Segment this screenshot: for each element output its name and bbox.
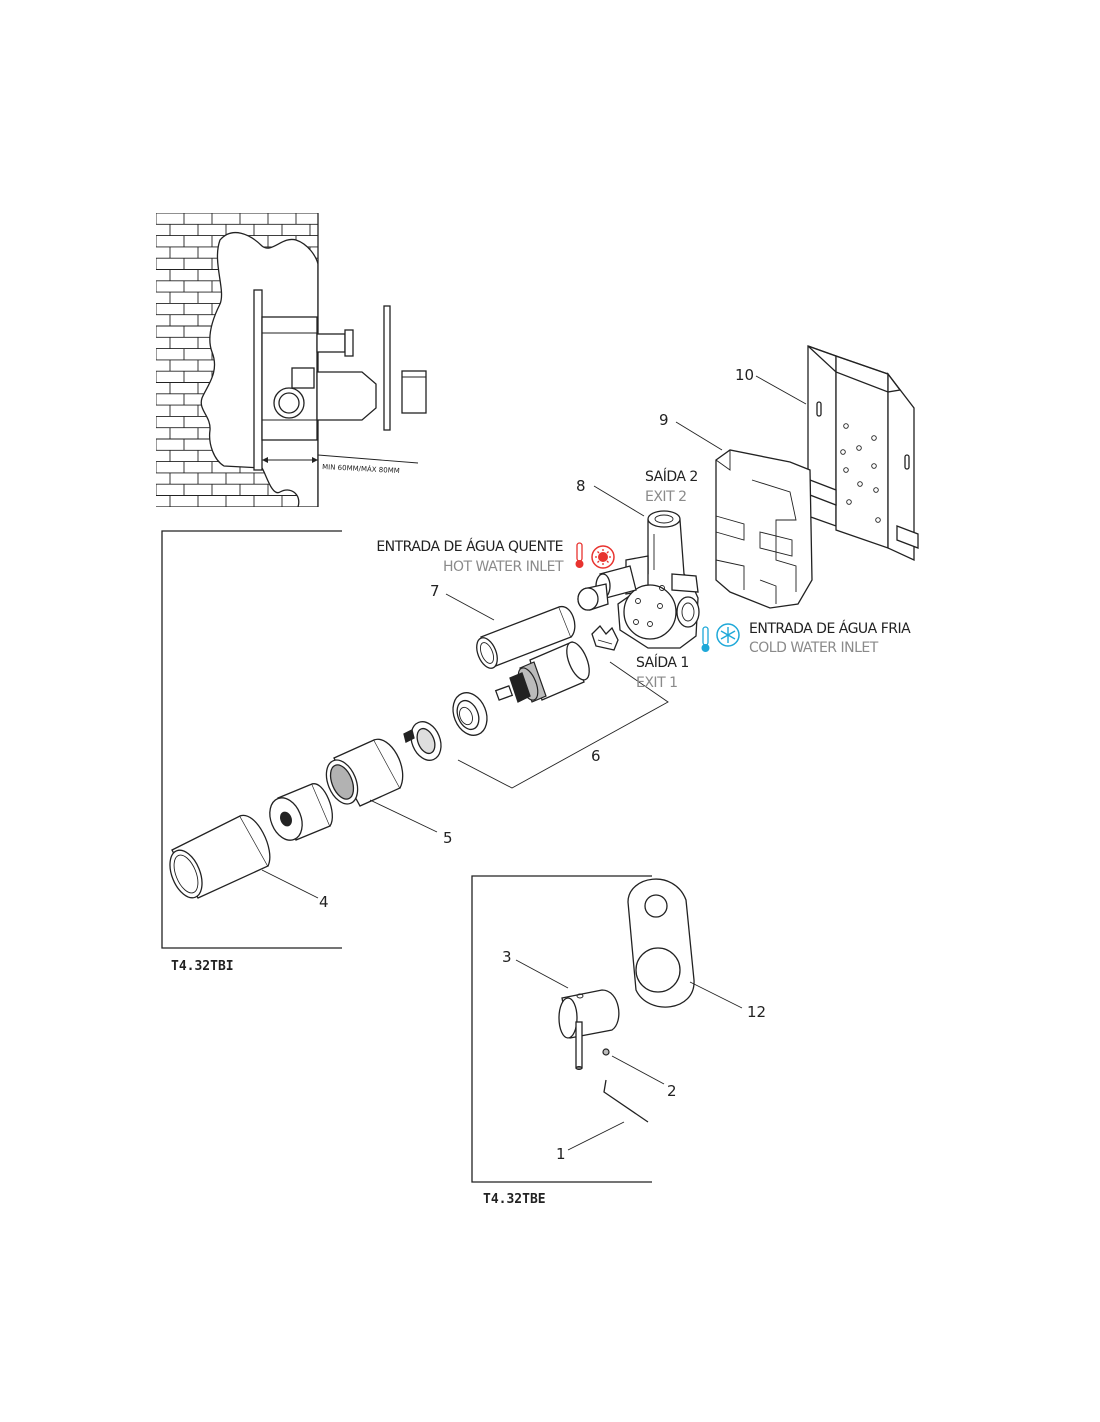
part-6-cartridge	[494, 641, 590, 703]
hot-inlet-en: HOT WATER INLET	[443, 559, 564, 575]
part-number-5: 5	[443, 829, 453, 847]
hot-inlet-pt: ENTRADA DE ÁGUA QUENTE	[376, 538, 563, 555]
hot-inlet-fittings	[577, 565, 637, 611]
part-10-mounting-plate	[807, 345, 919, 562]
part-number-1: 1	[556, 1145, 566, 1163]
thermometer-icon	[575, 542, 584, 568]
bracket-internal	[161, 530, 342, 949]
inner-collar	[269, 783, 333, 841]
model-code-internal: T4.32TBI	[171, 959, 234, 974]
part-number-2: 2	[667, 1082, 677, 1100]
part-5-extension	[325, 738, 404, 807]
exit-1-label: SAÍDA 1 EXIT 1	[636, 654, 689, 691]
part-number-4: 4	[319, 893, 329, 911]
part-number-8: 8	[576, 477, 586, 495]
exit-1-en: EXIT 1	[636, 675, 677, 691]
part-number-3: 3	[502, 948, 512, 966]
part-number-10: 10	[735, 366, 754, 384]
part-numbers: 10 9 8 7 6 5 4 3 12 2 1	[319, 366, 766, 1163]
exit-2-label: SAÍDA 2 EXIT 2	[645, 468, 698, 505]
part-12-cover-plate	[627, 878, 695, 1008]
bracket-external	[471, 875, 652, 1183]
cold-inlet-pt: ENTRADA DE ÁGUA FRIA	[749, 620, 911, 637]
leader-lines	[261, 375, 807, 1151]
cold-inlet-label: ENTRADA DE ÁGUA FRIA COLD WATER INLET	[701, 620, 912, 656]
part-number-7: 7	[430, 582, 440, 600]
part-3-handle	[558, 989, 620, 1070]
part-1-allen-key	[603, 1079, 649, 1123]
part-4-outer-sleeve	[169, 814, 271, 899]
cold-inlet-en: COLD WATER INLET	[749, 640, 879, 656]
part-number-6: 6	[591, 747, 601, 765]
thermometer-icon	[701, 626, 710, 652]
snowflake-icon	[716, 623, 740, 647]
part-number-9: 9	[659, 411, 669, 429]
part-6-nut	[452, 692, 488, 736]
exit-2-pt: SAÍDA 2	[645, 468, 698, 485]
part-number-12: 12	[747, 1003, 766, 1021]
part-7-sleeve	[476, 606, 576, 669]
part-2-screw	[602, 1048, 610, 1056]
sun-icon	[591, 545, 615, 569]
dimension-label: MIN 60MM/MÁX 80MM	[322, 462, 400, 475]
part-6-ring	[403, 721, 442, 761]
model-code-external: T4.32TBE	[483, 1192, 546, 1207]
hot-inlet-label: ENTRADA DE ÁGUA QUENTE HOT WATER INLET	[376, 538, 615, 575]
retaining-clip	[591, 625, 619, 651]
exit-2-en: EXIT 2	[645, 489, 686, 505]
part-9-housing	[715, 449, 813, 609]
exit-1-pt: SAÍDA 1	[636, 654, 689, 671]
wall-section: MIN 60MM/MÁX 80MM	[156, 213, 427, 507]
